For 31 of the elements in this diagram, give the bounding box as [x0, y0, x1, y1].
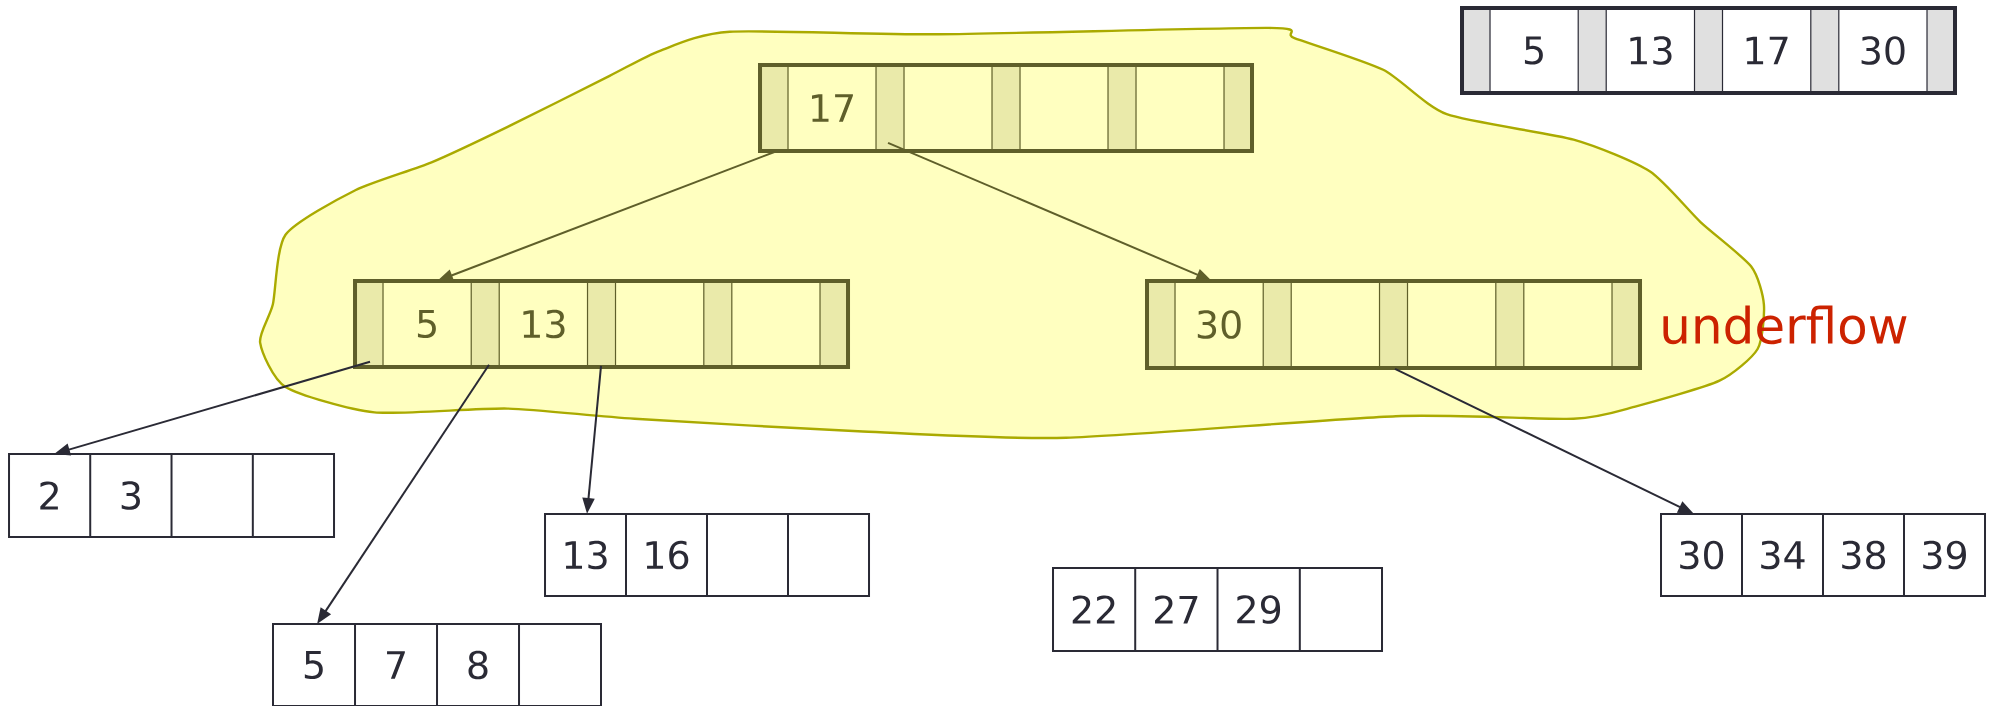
key-value: 38 — [1842, 540, 1886, 570]
key-value: 27 — [1155, 595, 1198, 624]
btree-node — [1052, 567, 1383, 652]
key-value: 30 — [1197, 310, 1241, 339]
key-value: 13 — [1630, 36, 1672, 65]
btree-node — [8, 453, 335, 538]
key-value: 13 — [565, 540, 607, 570]
key-value: 30 — [1680, 540, 1724, 570]
key-value: 13 — [523, 309, 565, 339]
btree-node — [272, 623, 602, 706]
btree-node — [1145, 279, 1642, 370]
key-value: 17 — [1746, 36, 1788, 65]
btree-node — [1660, 513, 1986, 597]
key-value: 3 — [121, 481, 140, 510]
key-value: 16 — [646, 540, 689, 570]
key-value: 30 — [1861, 36, 1905, 65]
key-value: 22 — [1072, 595, 1115, 624]
key-value: 39 — [1923, 540, 1966, 570]
key-value: 5 — [417, 309, 436, 339]
key-value: 29 — [1237, 595, 1281, 624]
btree-node — [353, 279, 850, 369]
btree-node — [544, 513, 870, 597]
key-value: 17 — [812, 94, 853, 122]
key-value: 5 — [1524, 36, 1543, 65]
key-value: 2 — [40, 481, 58, 510]
key-value: 8 — [468, 650, 488, 680]
key-value: 34 — [1761, 540, 1805, 570]
key-value: 5 — [304, 650, 323, 680]
key-value: 7 — [387, 651, 405, 679]
btree-node — [758, 63, 1254, 153]
btree-node — [1460, 6, 1957, 95]
